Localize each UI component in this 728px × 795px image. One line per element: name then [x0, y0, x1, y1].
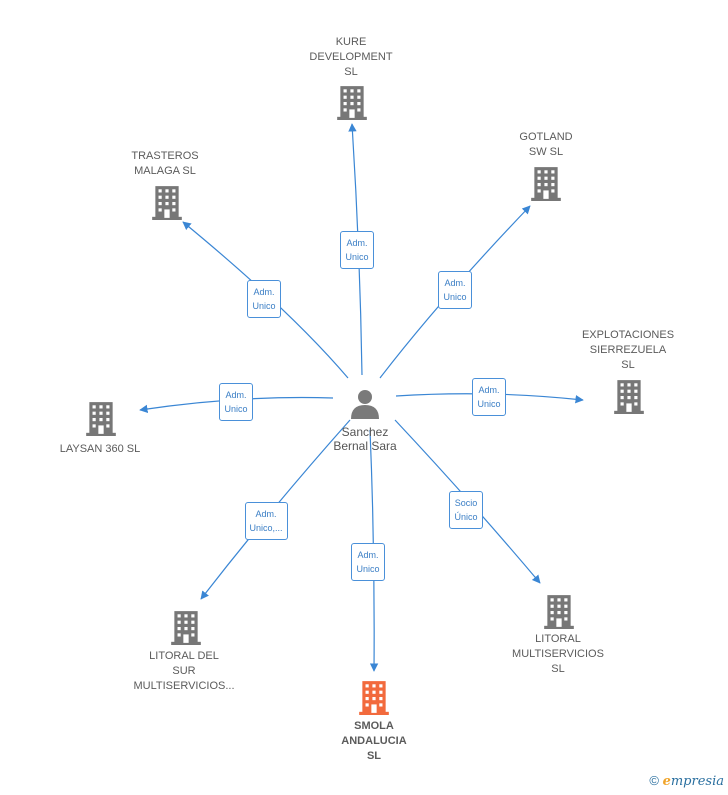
footer-brand: © empresia	[649, 773, 724, 789]
person-name[interactable]: Sanchez Bernal Sara	[333, 425, 397, 453]
building-icon-litoral-sur[interactable]	[171, 611, 201, 645]
company-name-litoral-multi[interactable]: LITORAL MULTISERVICIOS SL	[512, 633, 604, 675]
company-name-explotaciones[interactable]: EXPLOTACIONES SIERREZUELA SL	[581, 329, 675, 371]
relation-label-smola[interactable]: Adm. Unico	[351, 543, 385, 581]
building-icon-gotland[interactable]	[531, 167, 561, 201]
building-icon-kure[interactable]	[337, 86, 367, 120]
relation-label-kure[interactable]: Adm. Unico	[340, 231, 374, 269]
building-icon-litoral-multi[interactable]	[544, 595, 574, 629]
building-icon-smola[interactable]	[359, 681, 389, 715]
company-name-litoral-sur[interactable]: LITORAL DEL SUR MULTISERVICIOS...	[133, 650, 235, 692]
relation-label-explotaciones[interactable]: Adm. Unico	[472, 378, 506, 416]
relation-label-litoral-multi[interactable]: Socio Único	[449, 491, 483, 529]
brand-logo-initial: e	[662, 774, 671, 789]
person-icon[interactable]	[351, 390, 379, 419]
brand-logo-text: mpresia	[670, 774, 724, 789]
company-name-laysan[interactable]: LAYSAN 360 SL	[59, 443, 141, 455]
building-icon-laysan[interactable]	[86, 402, 116, 436]
company-name-gotland[interactable]: GOTLAND SW SL	[519, 131, 573, 158]
relation-label-gotland[interactable]: Adm. Unico	[438, 271, 472, 309]
relation-label-litoral-sur[interactable]: Adm. Unico,...	[244, 502, 288, 540]
copyright-symbol: ©	[649, 773, 659, 788]
company-name-kure[interactable]: KURE DEVELOPMENT SL	[309, 36, 393, 78]
building-icon-trasteros[interactable]	[152, 186, 182, 220]
relation-label-laysan[interactable]: Adm. Unico	[219, 383, 253, 421]
company-name-smola[interactable]: SMOLA ANDALUCIA SL	[341, 720, 407, 762]
building-icon-explotaciones[interactable]	[614, 380, 644, 414]
company-name-trasteros[interactable]: TRASTEROS MALAGA SL	[131, 150, 199, 177]
relation-label-trasteros[interactable]: Adm. Unico	[247, 280, 281, 318]
